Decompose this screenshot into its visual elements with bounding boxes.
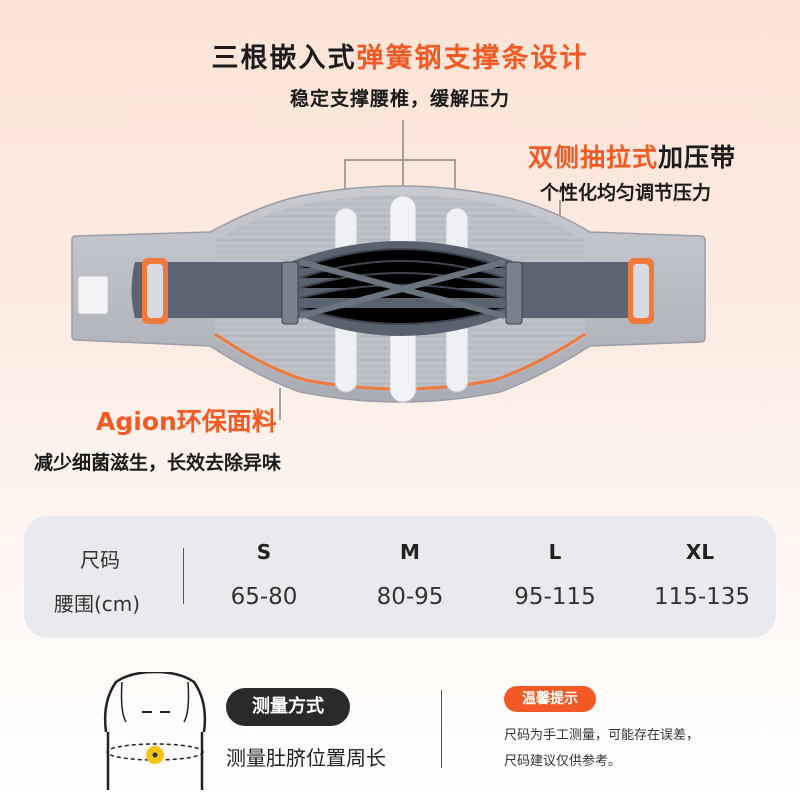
- fabric-title: Agion环保面料: [96, 407, 277, 436]
- size-row-label: 尺码: [80, 548, 120, 572]
- support-stays-title-part2: 弹簧钢支撑条设计: [356, 43, 589, 74]
- measure-method-badge: 测量方式: [226, 688, 350, 726]
- elastic-cross-bands: [290, 241, 515, 336]
- handle-right: [628, 258, 654, 324]
- waist-row-label: 腰围(cm): [54, 592, 141, 616]
- measure-method-text: 测量肚脐位置周长: [226, 746, 386, 770]
- size-col-xl: XL: [685, 540, 715, 564]
- support-stays-title-part1: 三根嵌入式: [211, 43, 357, 74]
- pull-strap-subtitle: 个性化均匀调节压力: [540, 182, 712, 204]
- waist-col-s: 65-80: [230, 584, 298, 610]
- size-table-divider: [183, 548, 184, 604]
- body-measure-icon: [103, 672, 207, 790]
- pull-strap-left: [131, 262, 300, 318]
- pull-strap-title-part2: 加压带: [658, 143, 737, 172]
- pull-strap-title-part1: 双侧抽拉式: [528, 143, 659, 172]
- support-stays-subtitle: 稳定支撑腰椎，缓解压力: [289, 88, 510, 110]
- fabric-subtitle: 减少细菌滋生，长效去除异味: [34, 452, 282, 474]
- buckle-right: [505, 261, 523, 325]
- waist-col-m: 80-95: [376, 584, 444, 610]
- tip-line-2: 尺码建议仅供参考。: [504, 754, 622, 769]
- waist-col-xl: 115-135: [653, 584, 751, 610]
- size-col-s: S: [256, 540, 272, 564]
- waist-col-l: 95-115: [514, 584, 596, 610]
- tip-badge: 温馨提示: [504, 686, 596, 712]
- bottom-divider: [441, 690, 442, 768]
- handle-left: [142, 258, 168, 324]
- tip-line-1: 尺码为手工测量，可能存在误差，: [504, 728, 700, 743]
- buckle-left: [281, 261, 299, 325]
- size-col-l: L: [548, 540, 562, 564]
- support-stays-title: 三根嵌入式弹簧钢支撑条设计: [0, 36, 800, 75]
- size-col-m: M: [400, 540, 420, 564]
- pull-strap-right: [505, 262, 644, 318]
- pull-strap-title: 双侧抽拉式加压带: [528, 138, 736, 174]
- size-table-card: [24, 516, 776, 638]
- velcro-tab: [77, 275, 109, 315]
